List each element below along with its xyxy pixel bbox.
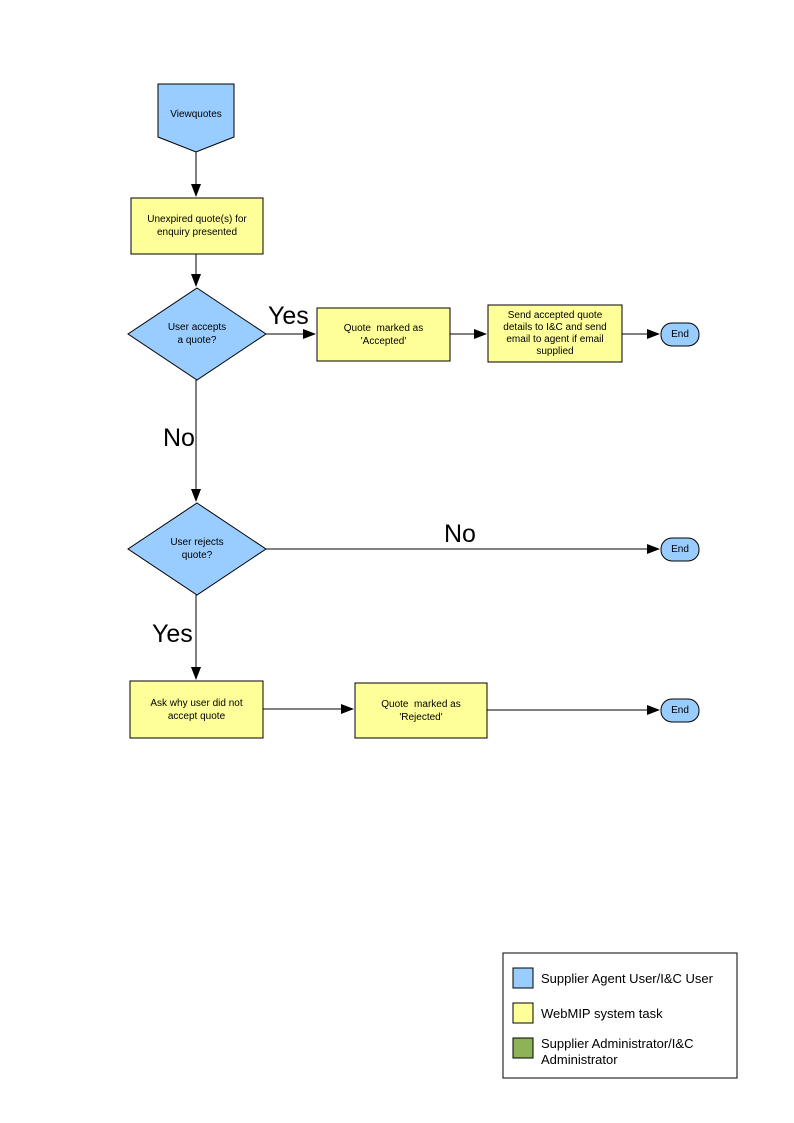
edge-label-rejects-yes: Yes <box>152 620 193 648</box>
rejected-label: Quote marked as 'Rejected' <box>381 698 461 723</box>
legend-swatch-task <box>512 1002 534 1024</box>
rejects-label: User rejects quote? <box>170 537 224 561</box>
accepts-label: User accepts a quote? <box>167 322 227 346</box>
rejected-box-shape <box>354 682 488 739</box>
accepted-label: Quote marked as 'Accepted' <box>343 322 424 347</box>
end3-label: End <box>671 704 689 716</box>
legend-box <box>502 952 738 1079</box>
askwhy-label: Ask why user did not accept quote <box>150 697 243 722</box>
end1-label: End <box>671 328 689 340</box>
send-box-shape <box>487 304 623 363</box>
end2-terminator-shape <box>660 537 700 562</box>
rejects-diamond-shape <box>127 502 267 596</box>
legend-swatch-user <box>512 967 534 989</box>
edge-label-accepts-yes: Yes <box>268 302 309 330</box>
accepted-box-shape <box>316 307 451 362</box>
unexpired-box-shape <box>130 197 264 255</box>
legend-swatch-admin <box>512 1037 534 1059</box>
askwhy-box-shape <box>129 680 264 739</box>
edge-label-rejects-no: No <box>444 520 476 548</box>
legend-label-user: Supplier Agent User/I&C User <box>541 971 713 986</box>
end1-terminator-shape <box>660 322 700 347</box>
unexpired-label: Unexpired quote(s) for enquiry presented <box>147 214 247 238</box>
legend-label-admin: Supplier Administrator/I&C Administrator <box>541 1036 694 1068</box>
start-label: Viewquotes <box>170 108 222 120</box>
send-label: Send accepted quote details to I&C and s… <box>503 309 607 357</box>
end3-terminator-shape <box>660 698 700 723</box>
legend-label-task: WebMIP system task <box>541 1006 663 1021</box>
end2-label: End <box>671 543 689 555</box>
start-pentagon-shape <box>157 83 235 153</box>
edge-label-accepts-no: No <box>163 424 195 452</box>
accepts-diamond-shape <box>127 287 267 381</box>
